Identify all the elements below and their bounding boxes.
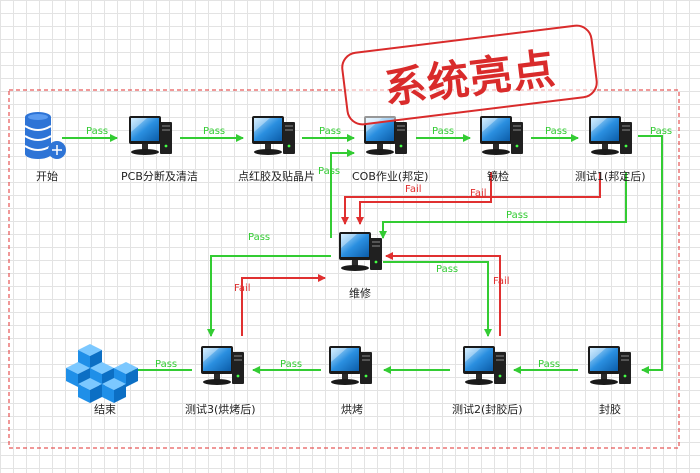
edge-label-cob-inspect: Pass: [432, 126, 454, 137]
edge-test1-seal: [638, 135, 663, 374]
edge-label-inspect-fail: Fail: [470, 188, 487, 199]
node-cob: COB作业(邦定): [352, 116, 428, 183]
computer-icon: [252, 116, 295, 155]
computer-icon: [329, 346, 372, 385]
computer-icon: [589, 116, 632, 155]
node-bake: 烘烤: [329, 346, 372, 416]
edge-test2-repair-fail: [385, 252, 501, 336]
computer-icon: [480, 116, 523, 155]
edge-label-start-pcb: Pass: [86, 126, 108, 137]
edge-label-test1-fail: Fail: [405, 184, 422, 195]
computer-icon: [588, 346, 631, 385]
outer-frame: [8, 89, 680, 449]
edge-label-pcb-glue: Pass: [203, 126, 225, 137]
edge-label-test2-fail: Fail: [493, 276, 510, 287]
node-label-glue: 点红胶及贴晶片: [238, 169, 315, 183]
edge-repair-test2: [383, 261, 492, 337]
pass-edges: [62, 134, 663, 374]
edge-test1-repair: [379, 172, 627, 239]
node-label-end: 结束: [94, 403, 116, 416]
node-test1: 测试1(邦定后): [575, 116, 646, 183]
edge-label-test1-repair: Pass: [506, 210, 528, 221]
node-label-cob: COB作业(邦定): [352, 169, 428, 183]
computer-icon: [463, 346, 506, 385]
edge-test1-repair-fail: [341, 172, 601, 225]
node-glue: 点红胶及贴晶片: [238, 116, 315, 183]
node-label-pcb: PCB分断及清洁: [121, 169, 198, 183]
edge-label-test3-fail: Fail: [234, 283, 251, 294]
node-label-bake: 烘烤: [341, 402, 363, 416]
edge-label-repair-cob: Pass: [318, 166, 340, 177]
node-start: 开始: [24, 112, 66, 183]
node-label-test2: 测试2(封胶后): [452, 402, 523, 416]
node-pcb: PCB分断及清洁: [121, 116, 198, 183]
fail-edges: [241, 172, 601, 336]
node-label-repair: 维修: [349, 286, 371, 300]
edge-labels: Pass Pass Pass Pass Pass Pass Pass Pass …: [86, 126, 672, 370]
computer-icon: [129, 116, 172, 155]
node-label-inspect: 镜检: [487, 169, 509, 183]
database-icon: [24, 112, 66, 159]
node-seal: 封胶: [588, 346, 631, 416]
edge-label-repair-test2: Pass: [436, 264, 458, 275]
node-inspect: 镜检: [480, 116, 523, 183]
edge-inspect-repair-fail: [356, 172, 492, 225]
node-label-test1: 测试1(邦定后): [575, 169, 646, 183]
edge-label-glue-cob: Pass: [319, 126, 341, 137]
cubes-icon: [66, 344, 138, 403]
edge-label-repair-test3: Pass: [248, 232, 270, 243]
edge-repair-cob: [330, 149, 355, 238]
edge-test3-repair-fail: [241, 274, 326, 336]
computer-icon: [201, 346, 244, 385]
node-label-start: 开始: [36, 169, 58, 183]
computer-icon: [339, 232, 382, 271]
edge-repair-test3: [207, 255, 331, 337]
node-label-test3: 测试3(烘烤后): [185, 402, 256, 416]
node-end: 结束: [66, 344, 138, 416]
stamp-text: 系统亮点: [381, 43, 559, 113]
node-repair: 维修: [339, 232, 382, 300]
node-test3: 测试3(烘烤后): [185, 346, 256, 416]
node-test2: 测试2(封胶后): [452, 346, 523, 416]
edge-label-inspect-test1: Pass: [545, 126, 567, 137]
edge-label-test3-end: Pass: [155, 359, 177, 370]
edge-label-test1-seal: Pass: [650, 126, 672, 137]
node-label-seal: 封胶: [599, 402, 621, 416]
edge-label-seal-test2: Pass: [538, 359, 560, 370]
edge-label-bake-test3: Pass: [280, 359, 302, 370]
